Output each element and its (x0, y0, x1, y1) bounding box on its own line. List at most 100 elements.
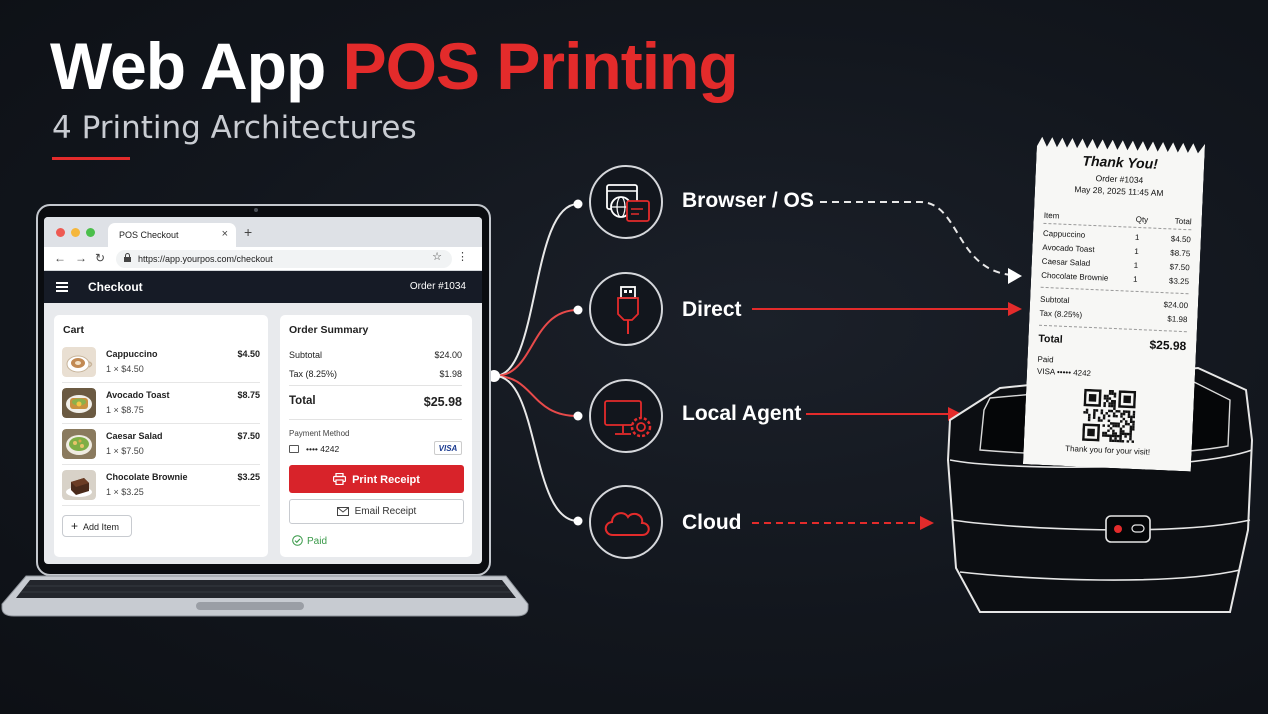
reload-icon[interactable]: ↻ (95, 251, 106, 265)
receipt-item-name: Avocado Toast (1042, 242, 1095, 255)
plus-icon: + (71, 519, 79, 533)
receipt-line-item: Avocado Toast 1 $8.75 (1042, 243, 1190, 258)
power-led (1114, 525, 1122, 533)
node-direct (573, 305, 583, 315)
back-icon[interactable]: ← (54, 251, 66, 265)
receipt-item-qty: 1 (1133, 260, 1139, 271)
cart-item-price: $7.50 (237, 431, 260, 441)
receipt-item-total: $3.25 (1168, 276, 1190, 287)
print-receipt-button[interactable]: Print Receipt (289, 465, 464, 493)
cart-item[interactable]: Chocolate Brownie 1 × $3.25 $3.25 (62, 466, 260, 506)
printed-receipt: Thank You! Order #1034 May 28, 2025 11:4… (1023, 136, 1205, 471)
browser-tab[interactable]: POS Checkout × (108, 223, 236, 247)
order-summary-panel: Order Summary Subtotal $24.00 Tax (8.25%… (280, 315, 472, 557)
receipt-item-qty: 1 (1134, 246, 1139, 257)
arrowhead-browser (1008, 268, 1022, 284)
receipt-line-item: Caesar Salad 1 $7.50 (1042, 257, 1190, 272)
add-item-button[interactable]: + Add Item (62, 515, 132, 537)
envelope-icon (336, 507, 349, 516)
headline: Web App POS Printing (50, 26, 739, 106)
browser-toolbar: ← → ↻ https://app.yourpos.com/checkout ☆… (44, 247, 482, 271)
node-cloud (573, 516, 583, 526)
browser-tab-bar: POS Checkout × + (44, 217, 482, 247)
tax-row: Tax (8.25%) $1.98 (289, 369, 462, 379)
receipt-subtotal-label: Subtotal (1039, 294, 1070, 306)
receipt-item-name: Caesar Salad (1041, 256, 1091, 268)
arrowhead-direct (1008, 302, 1022, 316)
cart-item-qty: 1 × $4.50 (106, 364, 144, 374)
receipt-footer: Thank you for your visit! (1064, 444, 1151, 457)
more-menu-icon[interactable]: ⋮ (457, 251, 468, 263)
receipt-subtotal: $24.00 (1163, 300, 1189, 311)
cart-item[interactable]: Caesar Salad 1 × $7.50 $7.50 (62, 425, 260, 465)
receipt-tax-row: Tax (8.25%) $1.98 (1039, 309, 1187, 324)
cart-item-price: $3.25 (237, 472, 260, 482)
app-header: Checkout Order #1034 (44, 271, 482, 303)
window-minimize-dot[interactable] (71, 228, 80, 237)
headline-main: Web App (50, 29, 326, 103)
webcam (254, 208, 258, 212)
arrow-browser (820, 201, 1013, 276)
receipt-tax: $1.98 (1167, 314, 1188, 325)
print-receipt-label: Print Receipt (352, 474, 420, 486)
receipt-line-item: Chocolate Brownie 1 $3.25 (1041, 271, 1189, 286)
receipt-col-item: Item (1043, 210, 1060, 221)
cart-item[interactable]: Avocado Toast 1 × $8.75 $8.75 (62, 384, 260, 424)
lock-icon (124, 253, 131, 262)
cart-item-price: $4.50 (237, 349, 260, 359)
headline-accent: POS Printing (342, 29, 739, 103)
receipt-tax-label: Tax (8.25%) (1039, 308, 1083, 320)
subtotal-row: Subtotal $24.00 (289, 350, 462, 360)
brownie-thumb (62, 470, 96, 500)
add-item-label: Add Item (83, 522, 120, 532)
arch-label-direct: Direct (682, 298, 742, 321)
browser-globe-icon (589, 165, 663, 239)
receipt-item-name: Chocolate Brownie (1040, 270, 1109, 283)
window-close-dot[interactable] (56, 228, 65, 237)
caesar-salad-thumb (62, 429, 96, 459)
credit-card-icon (289, 445, 299, 453)
branch-browser (494, 203, 579, 377)
cloud-icon (589, 485, 663, 559)
monitor-gear-icon (589, 379, 663, 453)
forward-icon[interactable]: → (75, 251, 87, 265)
branch-direct (494, 309, 579, 377)
window-maximize-dot[interactable] (86, 228, 95, 237)
receipt-item-qty: 1 (1134, 232, 1140, 243)
cart-item-name: Avocado Toast (106, 390, 170, 400)
arrowhead-local-agent (948, 407, 962, 421)
new-tab-icon[interactable]: + (244, 224, 253, 240)
avocado-toast-thumb (62, 388, 96, 418)
arrowhead-cloud (920, 516, 934, 530)
arch-label-local-agent: Local Agent (682, 402, 802, 425)
accent-underline (52, 157, 130, 160)
divider (289, 385, 462, 386)
receipt-total-label: Total (1038, 332, 1063, 346)
check-circle-icon (292, 535, 303, 546)
paid-label: Paid (307, 536, 328, 547)
tab-title: POS Checkout (119, 230, 179, 240)
summary-heading: Order Summary (289, 324, 369, 336)
receipt-item-total: $4.50 (1170, 234, 1192, 245)
cart-item-qty: 1 × $7.50 (106, 446, 144, 456)
cart-item[interactable]: Cappuccino 1 × $4.50 $4.50 (62, 343, 260, 383)
order-number: Order #1034 (409, 281, 466, 292)
subtitle: 4 Printing Architectures (52, 110, 417, 146)
email-receipt-button[interactable]: Email Receipt (289, 499, 464, 524)
arch-label-cloud: Cloud (682, 511, 742, 534)
laptop-base (1, 575, 529, 617)
close-icon[interactable]: × (221, 228, 228, 240)
cart-item-name: Caesar Salad (106, 431, 163, 441)
receipt-item-total: $8.75 (1170, 248, 1191, 259)
receipt-subtotal-row: Subtotal $24.00 (1040, 295, 1188, 310)
address-bar[interactable]: https://app.yourpos.com/checkout (116, 250, 452, 268)
qr-code-icon (1082, 389, 1136, 443)
tax-value: $1.98 (439, 369, 462, 379)
hamburger-menu-icon[interactable] (56, 282, 68, 292)
cart-item-name: Cappuccino (106, 349, 158, 359)
receipt-col-qty: Qty (1135, 214, 1149, 225)
cappuccino-thumb (62, 347, 96, 377)
bookmark-star-icon[interactable]: ☆ (432, 251, 442, 263)
receipt-divider (1039, 325, 1187, 332)
